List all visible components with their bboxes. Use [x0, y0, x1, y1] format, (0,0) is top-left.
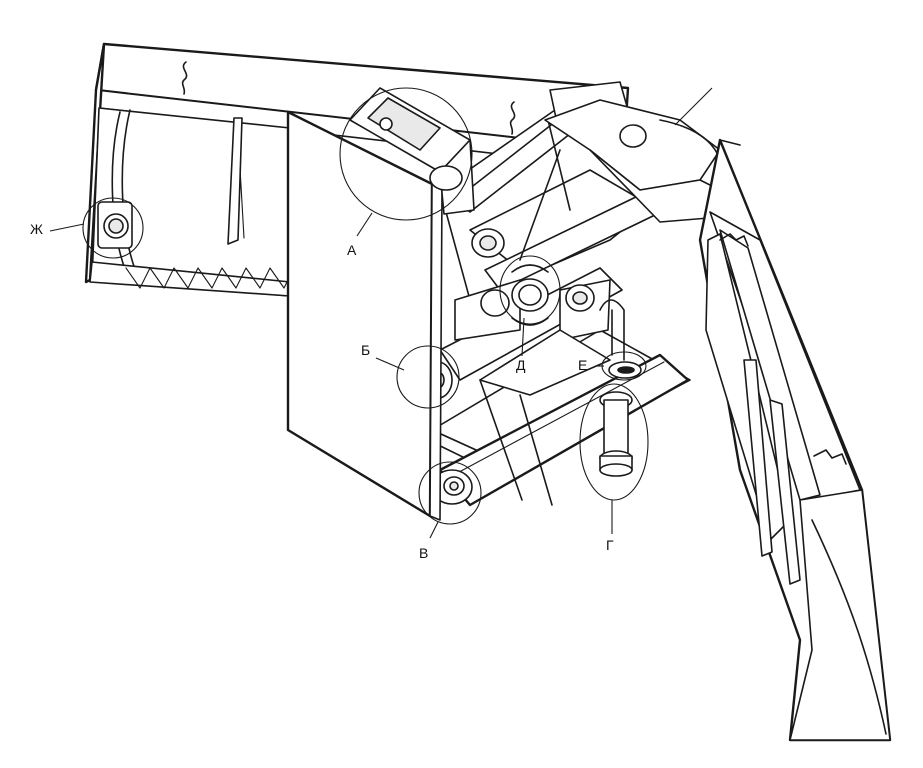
label-zh: Ж	[30, 221, 43, 237]
side-pivot-bracket	[97, 201, 133, 249]
label-v: В	[419, 545, 429, 561]
callout-circle-zh	[82, 197, 144, 259]
label-d: Д	[516, 357, 526, 373]
label-b: Б	[361, 342, 371, 358]
label-a: А	[347, 242, 357, 258]
rear-blade-section	[84, 42, 630, 297]
front-blade-section	[698, 138, 892, 742]
front-mounting-plate	[286, 110, 443, 521]
callout-circle-a	[339, 87, 473, 221]
label-e: Е	[578, 357, 588, 373]
callout-circle-g	[579, 383, 649, 501]
callout-circle-b	[396, 345, 460, 409]
top-bracket-block	[349, 87, 475, 215]
label-g: Г	[606, 537, 614, 553]
callouts	[49, 87, 649, 539]
callout-circle-d	[499, 255, 561, 325]
callout-circle-v	[418, 461, 482, 525]
